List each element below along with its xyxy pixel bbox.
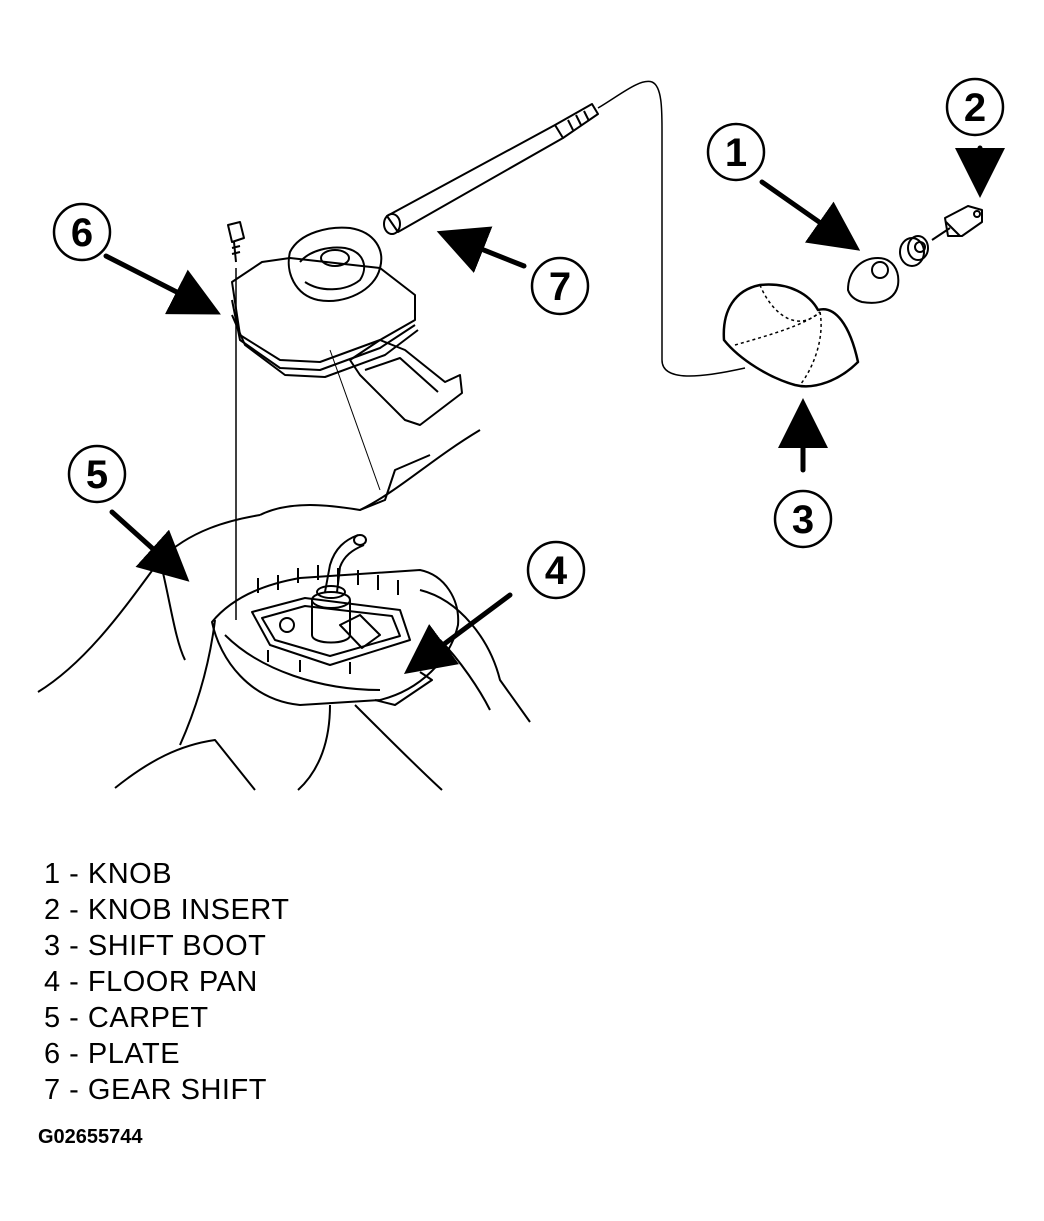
parts-legend: 1 - KNOB 2 - KNOB INSERT 3 - SHIFT BOOT …: [44, 856, 289, 1108]
figure-id: G02655744: [38, 1126, 143, 1148]
callout-1: 1: [706, 122, 766, 182]
callout-7-number: 7: [549, 265, 571, 309]
legend-item: 1 - KNOB: [44, 858, 173, 890]
gear-shift-drawing: [383, 103, 599, 235]
legend-item: 7 - GEAR SHIFT: [44, 1074, 267, 1106]
shift-boot-drawing: [722, 283, 860, 388]
plate-drawing: [227, 221, 463, 426]
callout-4-number: 4: [545, 549, 568, 593]
legend-item: 4 - FLOOR PAN: [44, 966, 258, 998]
assembly-guide-line: [329, 349, 381, 491]
lever-guide-line: [597, 80, 746, 377]
arrow-to-knob: [759, 179, 861, 251]
callout-2: 2: [945, 77, 1005, 137]
legend-item: 2 - KNOB INSERT: [44, 894, 290, 926]
callout-6-number: 6: [71, 211, 93, 255]
callout-4: 4: [526, 540, 586, 600]
knob-drawing: [847, 205, 983, 304]
arrow-to-floor-pan: [403, 592, 513, 674]
callout-2-number: 2: [964, 86, 986, 130]
callout-1-number: 1: [725, 131, 747, 175]
callout-3-number: 3: [792, 498, 814, 542]
arrow-to-plate: [103, 253, 221, 315]
legend-item: 3 - SHIFT BOOT: [44, 930, 267, 962]
callout-5-number: 5: [86, 453, 108, 497]
callout-3: 3: [773, 489, 833, 549]
exploded-diagram: 1 2 3 4 5 6 7: [37, 77, 1005, 791]
callout-6: 6: [52, 202, 112, 262]
callout-5: 5: [67, 444, 127, 504]
legend-item: 5 - CARPET: [44, 1002, 209, 1034]
legend-item: 6 - PLATE: [44, 1038, 181, 1070]
arrow-to-gear-shift: [436, 226, 527, 274]
callout-7: 7: [530, 256, 590, 316]
arrow-to-carpet: [109, 509, 190, 582]
